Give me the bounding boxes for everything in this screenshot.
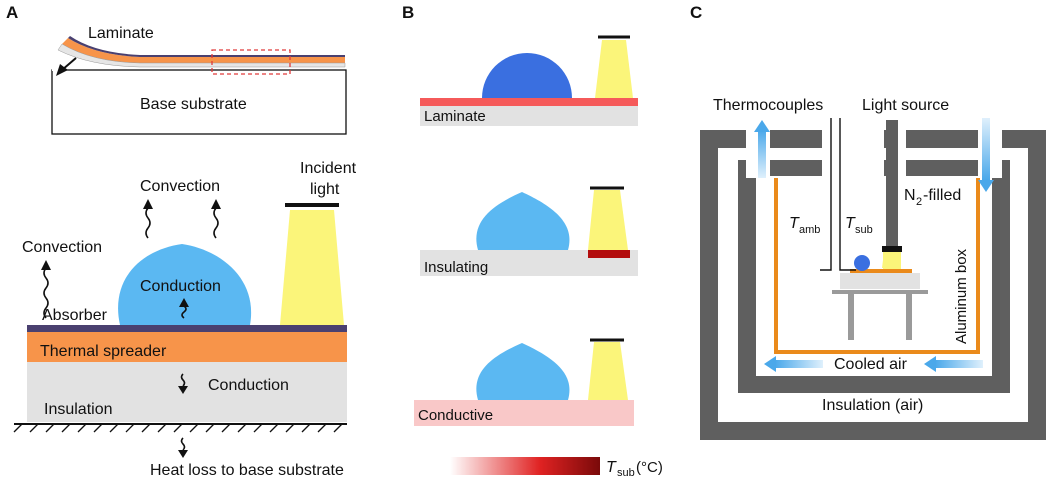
substrate-block xyxy=(414,400,634,426)
sample-droplet xyxy=(854,255,870,271)
n2-filled-label: N 2 -filled xyxy=(904,187,961,208)
laminate-label: Laminate xyxy=(88,25,154,42)
thermal-spreader-layer xyxy=(27,332,347,362)
colorbar-gradient xyxy=(450,457,600,475)
panel-a-label: A xyxy=(6,3,18,22)
svg-text:T: T xyxy=(845,215,856,232)
convection-top-label: Convection xyxy=(140,178,220,195)
sample-substrate xyxy=(840,273,920,289)
colorbar: T sub (°C) xyxy=(450,457,663,479)
heat-loss-label: Heat loss to base substrate xyxy=(150,462,344,479)
light-source-tip xyxy=(882,246,902,252)
colorbar-t: T xyxy=(606,459,617,476)
svg-text:sub: sub xyxy=(855,224,873,236)
svg-text:2: 2 xyxy=(916,196,922,208)
base-substrate-label: Base substrate xyxy=(140,96,247,113)
svg-text:T: T xyxy=(789,215,800,232)
arrowhead-icon xyxy=(178,386,188,394)
aluminum-box-label: Aluminum box xyxy=(953,248,970,344)
absorber-layer xyxy=(27,325,347,332)
panel-c-label: C xyxy=(690,3,702,22)
insulation-label: Insulation xyxy=(44,401,113,418)
heat-loss-arrow-icon xyxy=(180,437,186,451)
thermocouple-amb xyxy=(820,118,832,271)
svg-text:amb: amb xyxy=(799,224,820,236)
arrowhead-icon xyxy=(179,298,189,307)
laminate-case-label: Laminate xyxy=(424,108,486,125)
laminate-inset: Laminate Base substrate xyxy=(51,25,347,135)
cooled-air-right xyxy=(935,360,983,368)
arrowhead-icon xyxy=(41,260,51,270)
arrowhead-icon xyxy=(211,199,221,209)
peel-arrow-icon xyxy=(56,64,68,76)
light-source-label: Light source xyxy=(862,97,949,114)
case-conductive: Conductive xyxy=(414,338,634,426)
thermocouples-label: Thermocouples xyxy=(713,97,823,114)
laminate-base-layer xyxy=(57,43,346,68)
zoom-box xyxy=(211,49,291,75)
insulating-case-label: Insulating xyxy=(424,259,488,276)
cross-section: Convection Convection Incident light Con… xyxy=(13,160,357,479)
base-substrate-block xyxy=(51,69,347,135)
laminate-orange-layer xyxy=(62,38,345,63)
arrowhead-icon xyxy=(143,199,153,209)
convection-arrow-icon xyxy=(145,207,151,239)
incident-light-beam xyxy=(280,210,344,325)
thermocouple-sub xyxy=(839,118,856,271)
panel-c: C Thermoc xyxy=(690,3,1046,440)
incident-light-label-1: Incident xyxy=(300,160,357,177)
light-beam xyxy=(588,190,628,250)
cooled-air-left xyxy=(775,360,823,368)
case-laminate: Laminate xyxy=(420,35,638,126)
incident-light-label-2: light xyxy=(310,181,340,198)
svg-text:N: N xyxy=(904,187,916,204)
cooled-air-label: Cooled air xyxy=(834,356,908,373)
laminate-layer xyxy=(420,98,638,106)
t-amb-label: T amb xyxy=(789,215,820,236)
hot-spot xyxy=(588,250,630,258)
light-beam xyxy=(595,40,633,98)
panel-b: B Laminate Insulating Conductive xyxy=(402,3,663,479)
airflow-in xyxy=(982,118,990,180)
light-beam xyxy=(588,342,628,400)
airflow-up-arrow-icon xyxy=(754,120,770,132)
panel-a: A Laminate Base substrate xyxy=(6,3,357,479)
colorbar-sub: sub xyxy=(617,467,635,479)
panel-b-label: B xyxy=(402,3,414,22)
insulation-air-label: Insulation (air) xyxy=(822,397,923,414)
conduction-arrow-icon xyxy=(180,373,186,387)
case-insulating: Insulating xyxy=(420,186,638,276)
colorbar-unit: (°C) xyxy=(636,459,663,476)
thermal-spreader-label: Thermal spreader xyxy=(40,343,167,360)
airflow-out xyxy=(758,130,766,178)
conduction-layer-label: Conduction xyxy=(208,377,289,394)
absorber-label: Absorber xyxy=(42,307,108,324)
convection-arrow-icon xyxy=(43,267,49,319)
conduction-arrow-icon xyxy=(181,305,187,319)
conduction-droplet-label: Conduction xyxy=(140,278,221,295)
ground-hatch xyxy=(13,423,343,433)
airflow-down-arrow-icon xyxy=(978,180,994,192)
substrate-block xyxy=(420,106,638,126)
water-droplet xyxy=(476,192,570,250)
conductive-case-label: Conductive xyxy=(418,407,493,424)
aluminum-box xyxy=(774,178,980,354)
convection-arrow-icon xyxy=(213,207,219,239)
arrowhead-icon xyxy=(178,450,188,458)
cooled-air-right-arrow-icon xyxy=(924,356,936,372)
svg-text:-filled: -filled xyxy=(923,187,961,204)
t-sub-label: T sub xyxy=(845,215,873,236)
water-droplet xyxy=(118,244,252,325)
convection-left-label: Convection xyxy=(22,239,102,256)
water-droplet xyxy=(476,343,570,400)
sample-laminate xyxy=(850,269,912,273)
sample-stand xyxy=(832,290,928,340)
cooled-air-left-arrow-icon xyxy=(764,356,776,372)
water-droplet xyxy=(482,53,572,98)
light-source-column xyxy=(886,120,898,248)
insulation-layer xyxy=(27,362,347,422)
